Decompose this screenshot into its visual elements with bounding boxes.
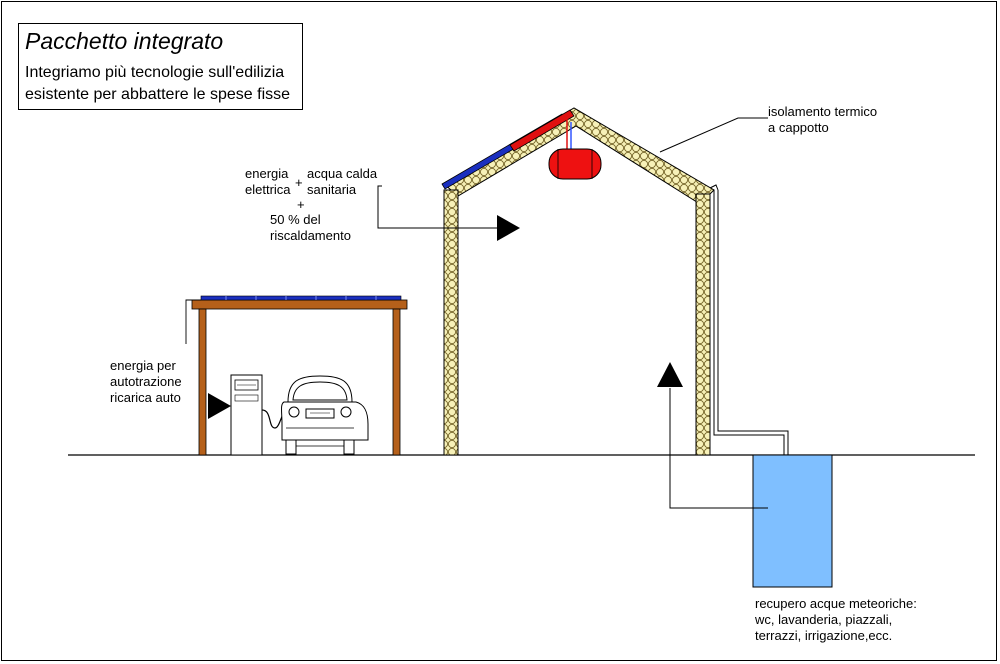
subtitle-line-2: esistente per abbattere le spese fisse — [25, 86, 291, 103]
house — [441, 107, 789, 460]
insulation-leader — [659, 117, 768, 153]
insulation-label-2: a cappotto — [768, 120, 829, 135]
car-energy-arrow — [208, 393, 231, 419]
title-box: Pacchetto integrato Integriamo più tecno… — [18, 23, 303, 110]
water-connector — [669, 388, 768, 509]
downpipe — [713, 190, 785, 460]
carport-solar-panels — [200, 295, 402, 301]
energy-connector — [377, 185, 497, 229]
boiler-tank — [548, 148, 602, 180]
rainwater-label-1: recupero acque meteoriche: — [755, 596, 917, 611]
car-energy-label-2: autotrazione — [110, 374, 182, 389]
water-arrow — [657, 362, 683, 387]
carport-post-right — [392, 308, 401, 456]
insulation-label-1: isolamento termico — [768, 104, 878, 119]
car — [281, 375, 369, 455]
carport-roof-beam — [191, 299, 408, 310]
car-energy-label-3: ricarica auto — [110, 390, 181, 405]
heating-label-1: 50 % del — [270, 212, 321, 227]
carport — [185, 295, 408, 456]
gutter — [709, 184, 719, 191]
carport-cable — [185, 299, 201, 344]
plus-sign-1: + — [295, 175, 303, 190]
subtitle-line-1: Integriamo più tecnologie sull'edilizia — [25, 64, 285, 81]
rainwater-label-3: terrazzi, irrigazione,ecc. — [755, 628, 893, 643]
energy-label-2: elettrica — [245, 182, 291, 197]
charging-station — [230, 374, 289, 456]
hot-water-label-1: acqua calda — [307, 166, 378, 181]
thermal-collector — [509, 109, 575, 152]
plus-sign-2: + — [297, 197, 305, 212]
hot-water-label-2: sanitaria — [307, 182, 357, 197]
rainwater-label-2: wc, lavanderia, piazzali, — [755, 612, 893, 627]
left-wall-insulation — [443, 189, 459, 456]
carport-post-left — [198, 308, 207, 456]
car-energy-label-1: energia per — [110, 358, 176, 373]
rainwater-tank — [752, 454, 833, 588]
heating-label-2: riscaldamento — [270, 228, 351, 243]
energy-arrow — [497, 215, 520, 241]
right-wall-insulation — [695, 193, 711, 456]
energy-label-1: energia — [245, 166, 289, 181]
page-title: Pacchetto integrato — [25, 28, 224, 54]
